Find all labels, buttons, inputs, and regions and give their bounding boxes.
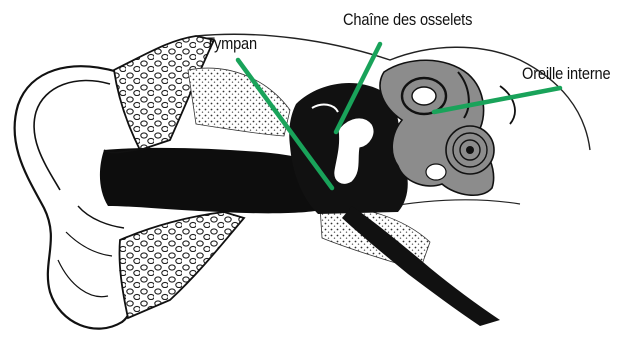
ear-canal [100, 148, 322, 213]
label-inner-ear: Oreille interne [522, 64, 610, 84]
label-ossicle-chain: Chaîne des osselets [343, 10, 472, 30]
eustachian-tube [342, 206, 500, 326]
label-tympan: Tympan [206, 34, 257, 54]
